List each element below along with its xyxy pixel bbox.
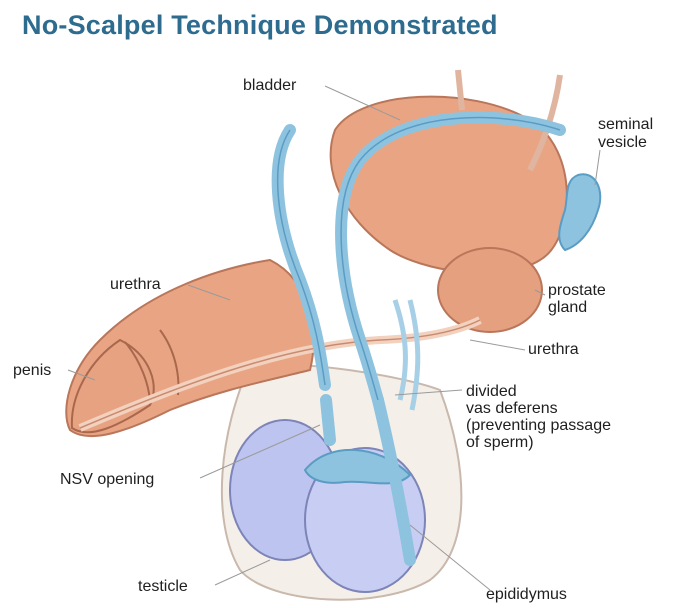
- label-bladder: bladder: [243, 77, 296, 94]
- label-urethra-upper: urethra: [110, 276, 161, 293]
- label-seminal-vesicle-line1: seminal: [598, 116, 653, 133]
- vas-deferens-left-lower: [326, 400, 330, 440]
- label-prostate-line1: prostate: [548, 282, 606, 299]
- label-nsv-opening: NSV opening: [60, 471, 154, 488]
- label-epididymus: epididymus: [486, 586, 567, 603]
- label-prostate-line2: gland: [548, 299, 587, 316]
- label-divided-line3: (preventing passage: [466, 417, 611, 434]
- label-divided-line1: divided: [466, 383, 517, 400]
- label-testicle: testicle: [138, 578, 188, 595]
- prostate-gland: [438, 248, 542, 332]
- label-penis: penis: [13, 362, 51, 379]
- label-divided-line2: vas deferens: [466, 400, 558, 417]
- ureter: [458, 70, 462, 110]
- label-urethra-lower: urethra: [528, 341, 579, 358]
- label-seminal-vesicle-line2: vesicle: [598, 134, 647, 151]
- label-divided-line4: of sperm): [466, 434, 534, 451]
